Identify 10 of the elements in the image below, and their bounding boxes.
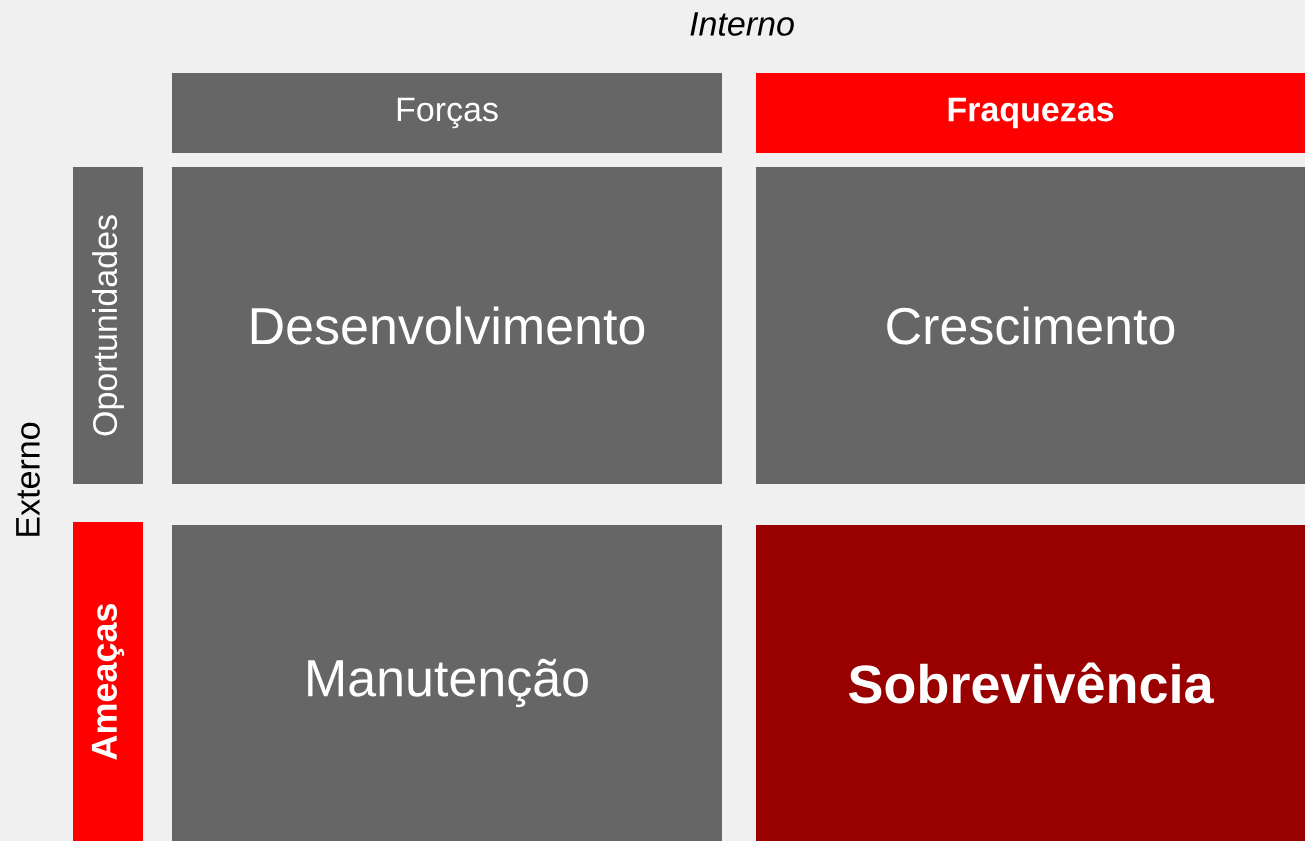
side-header-box: Oportunidades xyxy=(73,167,143,484)
side-header-box: Ameaças xyxy=(73,522,143,841)
quadrant-box: Manutenção xyxy=(172,525,722,841)
quadrant-box: Sobrevivência xyxy=(756,525,1305,841)
header-box: Fraquezas xyxy=(756,73,1305,153)
quadrant-box: Desenvolvimento xyxy=(172,167,722,484)
axis-label: Interno xyxy=(690,12,794,36)
header-box: Forças xyxy=(172,73,722,153)
quadrant-box: Crescimento xyxy=(756,167,1305,484)
axis-label: Externo xyxy=(16,422,40,536)
